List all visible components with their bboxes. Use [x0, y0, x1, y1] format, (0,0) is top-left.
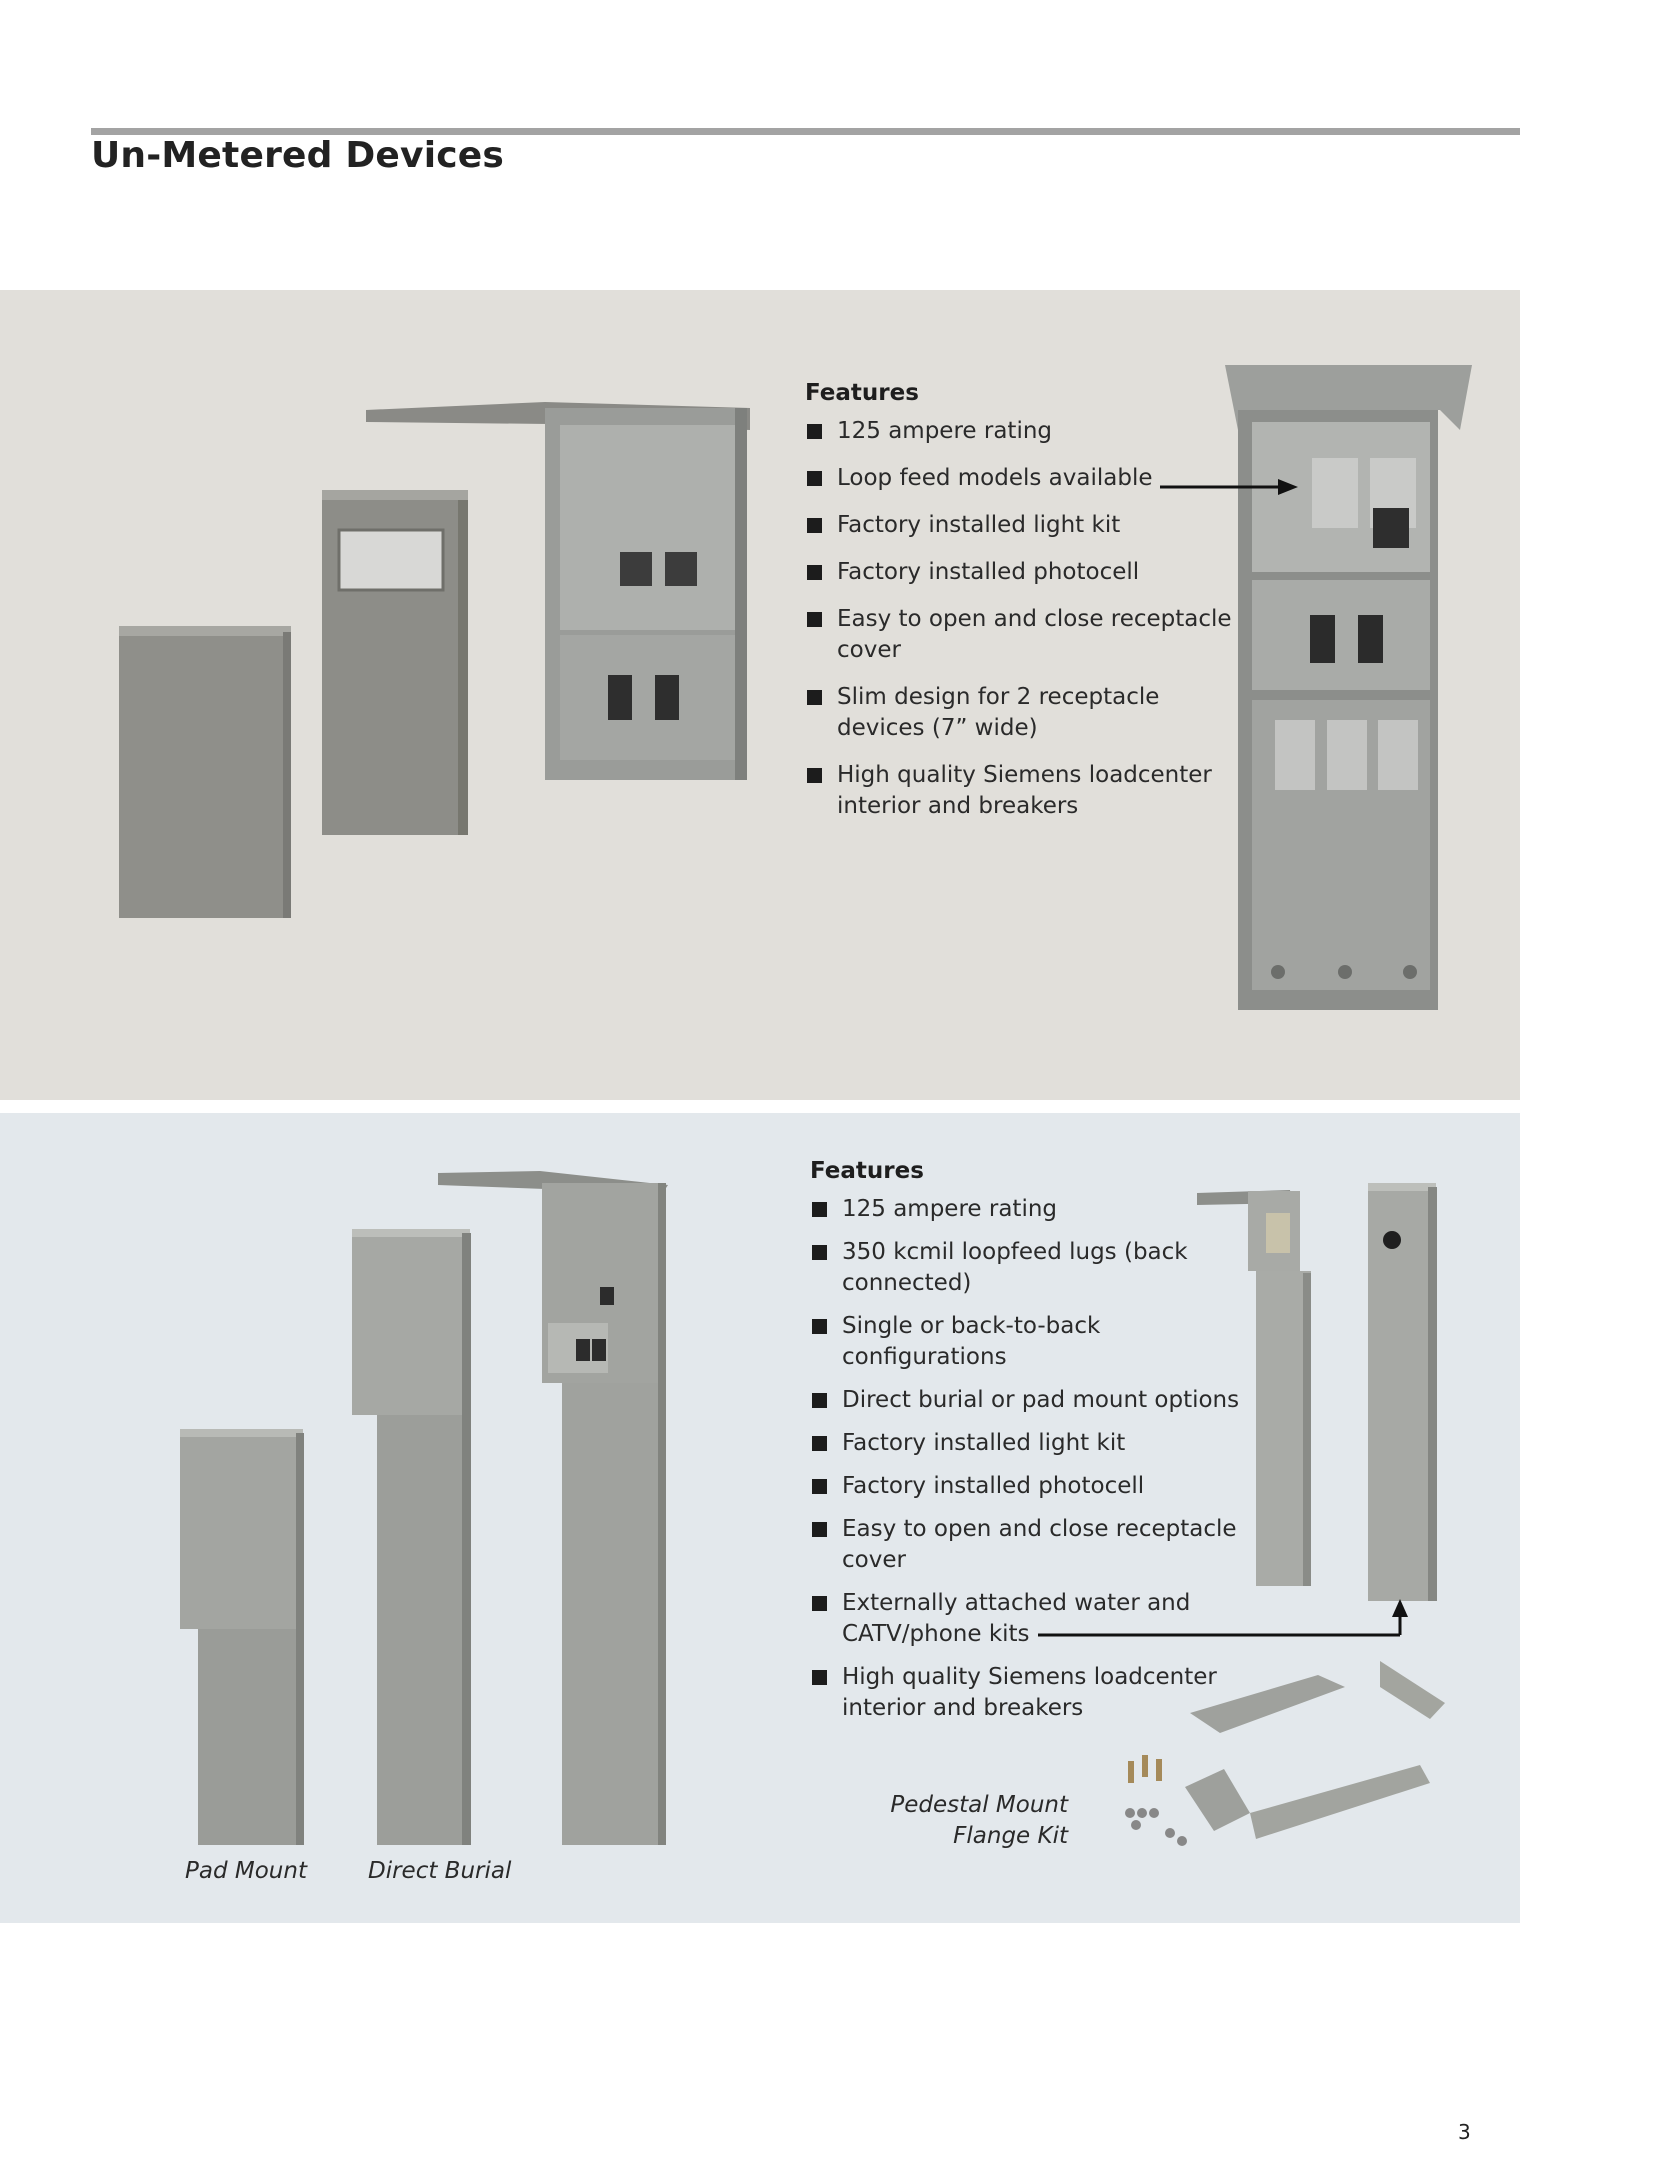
square-bullet-icon: [812, 1245, 827, 1260]
flange-kit-image: [1125, 1661, 1445, 1846]
flange-kit-caption: Pedestal Mount Flange Kit: [860, 1790, 1068, 1852]
open-enclosure-image: [366, 402, 750, 780]
water-kit-pedestal-image: [1368, 1183, 1437, 1601]
bottom-product-illustrations: [180, 1171, 1445, 1846]
bottom-features-list: Features 125 ampere rating 350 kcmil loo…: [810, 1158, 1260, 1736]
square-bullet-icon: [807, 518, 822, 533]
feature-item: Easy to open and close receptacle cover: [810, 1514, 1260, 1576]
phone-kit-pedestal-image: [1197, 1190, 1311, 1586]
feature-item: Single or back-to-back configurations: [810, 1311, 1260, 1373]
square-bullet-icon: [812, 1202, 827, 1217]
feature-item: 350 kcmil loopfeed lugs (back connected): [810, 1237, 1260, 1299]
feature-item: Factory installed light kit: [810, 1428, 1260, 1459]
square-bullet-icon: [807, 565, 822, 580]
feature-item: Slim design for 2 receptacle devices (7”…: [805, 682, 1235, 744]
feature-item: Factory installed photocell: [805, 557, 1235, 588]
feature-item: Factory installed photocell: [810, 1471, 1260, 1502]
bottom-section: Features 125 ampere rating 350 kcmil loo…: [0, 1113, 1520, 1923]
features-heading: Features: [810, 1158, 924, 1184]
closed-enclosure-image: [119, 626, 291, 918]
feature-item: Easy to open and close receptacle cover: [805, 604, 1235, 666]
square-bullet-icon: [807, 768, 822, 783]
feature-item: Direct burial or pad mount options: [810, 1385, 1260, 1416]
square-bullet-icon: [812, 1670, 827, 1685]
pad-mount-caption: Pad Mount: [185, 1858, 307, 1884]
flange-kit-caption-line: Pedestal Mount: [890, 1792, 1068, 1818]
square-bullet-icon: [812, 1393, 827, 1408]
square-bullet-icon: [812, 1319, 827, 1334]
square-bullet-icon: [812, 1479, 827, 1494]
top-product-illustrations: [119, 365, 1472, 1010]
catv-kit-callout-arrow: [1038, 1599, 1408, 1637]
loop-feed-callout-arrow: [1160, 479, 1298, 495]
page-number: 3: [1458, 2120, 1471, 2144]
square-bullet-icon: [812, 1596, 827, 1611]
flange-kit-caption-line: Flange Kit: [953, 1823, 1068, 1849]
square-bullet-icon: [812, 1522, 827, 1537]
feature-item: High quality Siemens loadcenter interior…: [810, 1662, 1260, 1724]
loop-feed-loadcenter-image: [1225, 365, 1472, 1010]
open-pedestal-image: [438, 1171, 668, 1845]
square-bullet-icon: [807, 612, 822, 627]
square-bullet-icon: [807, 690, 822, 705]
title-rule: [91, 128, 1520, 135]
features-heading: Features: [805, 380, 919, 406]
feature-item: High quality Siemens loadcenter interior…: [805, 760, 1235, 822]
pad-mount-pedestal-image: [180, 1429, 304, 1845]
direct-burial-pedestal-image: [352, 1229, 471, 1845]
feature-item: Factory installed light kit: [805, 510, 1235, 541]
feature-item: 125 ampere rating: [805, 416, 1235, 447]
feature-item: 125 ampere rating: [810, 1194, 1260, 1225]
feature-item: Externally attached water and CATV/phone…: [810, 1588, 1260, 1650]
page-title: Un-Metered Devices: [91, 135, 505, 176]
square-bullet-icon: [812, 1436, 827, 1451]
top-section: Features 125 ampere rating Loop feed mod…: [0, 290, 1520, 1100]
direct-burial-caption: Direct Burial: [368, 1858, 512, 1884]
square-bullet-icon: [807, 471, 822, 486]
top-features-list: Features 125 ampere rating Loop feed mod…: [805, 380, 1235, 838]
feature-item: Loop feed models available: [805, 463, 1235, 494]
square-bullet-icon: [807, 424, 822, 439]
window-cover-enclosure-image: [322, 490, 468, 835]
